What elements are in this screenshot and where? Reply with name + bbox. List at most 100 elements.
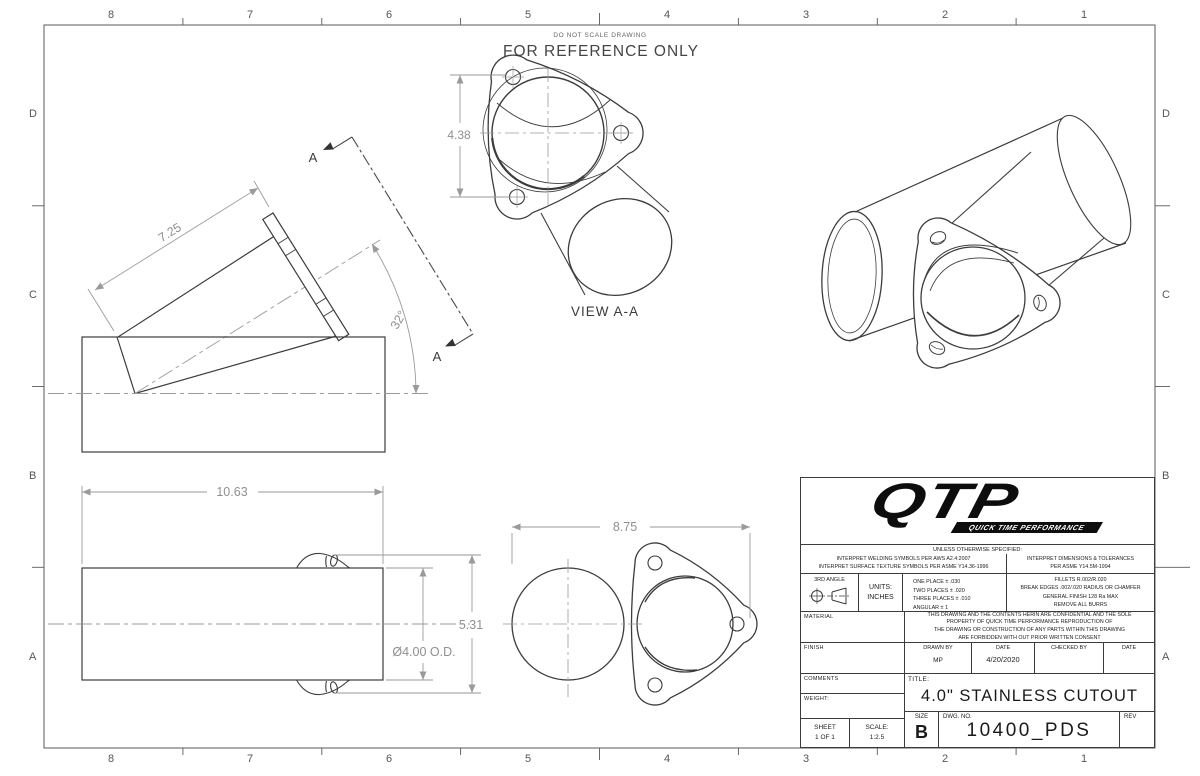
third-angle-icon [808, 587, 850, 605]
rev-label: REV [1124, 714, 1137, 720]
finish-label: FINISH [804, 645, 824, 651]
tolerances-cell: ONE PLACE ± .030 TWO PLACES ± .020 THREE… [902, 573, 1006, 611]
rev-cell: REV [1119, 711, 1154, 747]
date-label: DATE [995, 645, 1011, 651]
drawn-by-value: MP [933, 657, 943, 664]
finish-cell: FINISH [801, 642, 904, 673]
drawing-title: 4.0" STAINLESS CUTOUT [921, 687, 1138, 705]
checked-date-label: DATE [1121, 645, 1137, 651]
zone-number-top: 1 [1081, 9, 1088, 21]
zone-number-top: 5 [525, 9, 532, 21]
third-angle-cell: 3RD ANGLE [801, 573, 858, 611]
fillets-cell: FILLETS R.002/R.020 BREAK EDGES .002/.02… [1006, 573, 1154, 611]
tol-one-place: ONE PLACE ± .030 [913, 579, 961, 585]
branch-flange-edge [261, 212, 350, 342]
zone-letter-right: B [1162, 470, 1170, 482]
comments-cell: COMMENTS [801, 673, 904, 693]
iso-flange-bore [920, 246, 1026, 350]
zone-number-top: 4 [664, 9, 671, 21]
title-cell: TITLE: 4.0" STAINLESS CUTOUT [904, 673, 1154, 711]
sheet-label: SHEET [814, 724, 836, 732]
material-cell: MATERIAL [801, 611, 904, 642]
section-label-a: A [309, 150, 318, 165]
units-label: UNITS: [869, 583, 892, 591]
zone-number-bottom: 2 [942, 753, 949, 765]
main-tube-body [81, 336, 386, 453]
interpret-surface: INTERPRET SURFACE TEXTURE SYMBOLS PER AS… [818, 563, 989, 570]
size-value: B [915, 722, 928, 742]
size-label: SIZE [914, 714, 929, 720]
centerlines [503, 559, 645, 697]
branch-centerline [134, 239, 381, 394]
zone-number-top: 3 [803, 9, 810, 21]
dim-branch-angle: 32° [388, 308, 410, 331]
zone-number-top: 2 [942, 9, 949, 21]
drawn-by-cell: DRAWN BY MP [904, 642, 971, 673]
tube-end-ellipse [567, 197, 673, 297]
checked-by-label: CHECKED BY [1051, 645, 1087, 651]
checked-date-cell: DATE [1103, 642, 1154, 673]
fillets-note: FILLETS R.002/R.020 [1054, 576, 1107, 583]
interpret-welding-cell: INTERPRET WELDING SYMBOLS PER AWS A2.4:2… [801, 554, 1006, 573]
zone-letter-right: D [1162, 108, 1170, 120]
top-view: 8.75 [503, 520, 758, 706]
zone-number-bottom: 8 [108, 753, 115, 765]
dwg-no-label: DWG. NO. [943, 714, 972, 720]
zone-letter-left: D [29, 108, 37, 120]
dim-branch-length-lines [87, 180, 270, 332]
qtp-logo-subtext: QUICK TIME PERFORMANCE [967, 522, 1087, 532]
dim-angle-arc [371, 243, 417, 394]
zone-number-bottom: 4 [664, 753, 671, 765]
tol-three-places: THREE PLACES ± .010 [913, 596, 971, 603]
size-cell: SIZE B [904, 711, 938, 747]
flange-outline [630, 542, 758, 706]
confidential-line2: PROPERTY OF QUICK TIME PERFORMANCE REPRO… [946, 619, 1113, 626]
zone-letter-right: A [1162, 651, 1170, 663]
units-value: INCHES [867, 593, 894, 601]
sheet-border [32, 13, 1190, 760]
units-cell: UNITS: INCHES [858, 573, 902, 611]
zone-number-top: 7 [247, 9, 254, 21]
finish-note: GENERAL FINISH 128 Ra MAX [1042, 593, 1119, 600]
qtp-logo-banner: QUICK TIME PERFORMANCE [950, 522, 1104, 533]
sheet-cell: SHEET 1 OF 1 [801, 718, 849, 747]
scale-cell: SCALE: 1:2.5 [849, 718, 904, 747]
confidential-line1: THIS DRAWING AND THE CONTENTS HERIN ARE … [927, 611, 1132, 618]
section-line-aa: A A [309, 136, 474, 364]
interpret-dims-cell: INTERPRET DIMENSIONS & TOLERANCES PER AS… [1006, 554, 1154, 573]
comments-label: COMMENTS [804, 676, 839, 682]
burrs-note: REMOVE ALL BURRS [1053, 601, 1108, 608]
flange-centerlines [480, 68, 633, 205]
checked-by-cell: CHECKED BY [1034, 642, 1103, 673]
dim-height: 5.31 [459, 618, 483, 632]
dim-length: 10.63 [216, 485, 247, 499]
interpret-welding: INTERPRET WELDING SYMBOLS PER AWS A2.4:2… [836, 555, 971, 562]
interpret-dims-1: INTERPRET DIMENSIONS & TOLERANCES [1026, 555, 1135, 562]
isometric-view [821, 114, 1132, 369]
unless-row: UNLESS OTHERWISE SPECIFIED: [801, 544, 1154, 554]
view-a-a: 4.38 VIEW A-A [447, 54, 673, 319]
side-view: 10.63 5.31 Ø4.00 O.D. [48, 485, 483, 696]
reference-note: FOR REFERENCE ONLY [503, 43, 699, 60]
dim-height-lines [334, 554, 481, 694]
do-not-scale-note: DO NOT SCALE DRAWING [553, 32, 646, 39]
dim-width-lines [511, 526, 751, 618]
zone-number-bottom: 5 [525, 753, 532, 765]
confidential-cell: THIS DRAWING AND THE CONTENTS HERIN ARE … [904, 611, 1154, 642]
zone-number-top: 6 [386, 9, 393, 21]
interpret-dims-2: PER ASME Y14.5M-1994 [1050, 563, 1111, 570]
date-value: 4/20/2020 [986, 655, 1020, 664]
zone-number-bottom: 3 [803, 753, 810, 765]
drawn-by-label: DRAWN BY [923, 645, 953, 651]
dim-od: Ø4.00 O.D. [392, 645, 455, 659]
zone-letter-left: B [29, 470, 37, 482]
dim-flange: 4.38 [447, 128, 471, 142]
dim-branch-length: 7.25 [156, 220, 184, 245]
title-label: TITLE: [908, 676, 930, 683]
weight-label: WEIGHT: [804, 696, 830, 702]
view-aa-caption: VIEW A-A [571, 304, 639, 319]
zone-letter-right: C [1162, 289, 1170, 301]
break-edges-note: BREAK EDGES .002/.020 RADIUS OR CHAMFER [1020, 585, 1141, 592]
dim-width: 8.75 [613, 520, 637, 534]
